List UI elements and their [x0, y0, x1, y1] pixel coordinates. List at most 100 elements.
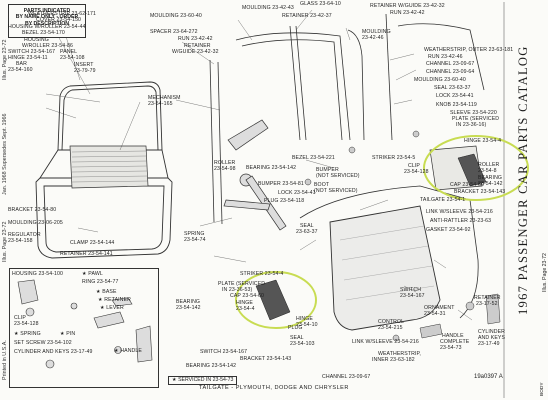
part-label: RUN 23-42-42: [178, 36, 213, 42]
part-label: BUMPER 23-54-81: [258, 181, 304, 187]
inset-label: ★ HANDLE: [114, 348, 142, 354]
legend-line: PARTS INDICATED: [23, 8, 71, 14]
part-label: BEARING: [478, 175, 503, 181]
part-label: HOUSING W/ROLLER 23-54-44: [8, 24, 86, 30]
part-label: RETAINER 23-42-37: [282, 13, 332, 19]
part-label: 23-54-108: [60, 55, 85, 61]
part-label: MOULDING: [362, 29, 391, 35]
part-label: BRACKET 23-54-143: [240, 356, 292, 362]
part-label: GLASS 23-64-10: [300, 1, 341, 7]
part-label: LINK W/SLEEVE 23-54-216: [352, 339, 419, 345]
part-label: CYLINDER: [478, 329, 506, 335]
inset-label: ★ LEVER: [100, 305, 124, 311]
part-label: REGULATOR: [8, 232, 41, 238]
part-label: 23-17-52: [476, 301, 498, 307]
part-label: MOULDING 23-42-43: [242, 5, 294, 11]
part-label: MECHANISM: [148, 95, 181, 101]
window-glass-runs: [209, 13, 485, 225]
inset-label: SET SCREW 23-54-102: [14, 340, 72, 346]
part-label: BOOT: [314, 182, 330, 188]
part-label: SPACER 23-64-272: [150, 29, 198, 35]
part-label: 23-54-10: [296, 322, 318, 328]
part-label: ROLLER: [478, 162, 500, 168]
hinge-highlight-left: [235, 271, 317, 329]
part-label: 23-63-37: [296, 229, 318, 235]
parts-legend-box: PARTS INDICATED BY NAME ONLY - ORDER BY …: [8, 4, 86, 38]
part-label: MOULDING 23-60-40: [150, 13, 202, 19]
inset-label: ★ BASE: [96, 289, 117, 295]
legend-line: BY NAME ONLY - ORDER: [15, 14, 79, 21]
part-label: 23-54-73: [440, 345, 462, 351]
part-label: PANEL: [60, 49, 78, 55]
part-label: RUN 23-42-42: [390, 10, 425, 16]
part-label: HINGE: [296, 316, 313, 322]
part-label: 23-54-4: [236, 306, 255, 312]
printed-note: Printed in U.S.A.: [2, 340, 8, 380]
catalog-title: 1967 PASSENGER CAR PARTS CATALOG: [516, 45, 530, 315]
part-label: SEAL: [290, 335, 304, 341]
part-label: WEATHERSTRIP 23-62-171: [28, 11, 97, 17]
part-label: INSERT: [74, 62, 94, 68]
part-label: CHANNEL 23-09-67: [426, 61, 475, 67]
inset-label: CYLINDER AND KEYS 23-17-49: [14, 349, 93, 355]
part-label: CONTROL: [378, 319, 405, 325]
gasket-strip: [299, 185, 479, 319]
inset-label: CLIP: [14, 315, 26, 321]
part-label: SLEEVE 23-54-220: [450, 110, 497, 116]
part-label: PLATE (SERVICED: [452, 116, 500, 122]
part-label: BEZEL 23-54-221: [292, 155, 335, 161]
part-label: ROLLER: [214, 160, 236, 166]
part-label: BRACKET 23-54-80: [8, 207, 57, 213]
part-label: STRIKER 23-54-5: [372, 155, 416, 161]
part-label: BEZEL 23-54-170: [22, 30, 65, 36]
part-label: RETAINER W/GUIDE 23-42-32: [370, 3, 445, 9]
illus-page-ref-right: Illus. Page 23-72: [542, 253, 548, 292]
part-label: GASKET 23-54-92: [426, 227, 471, 233]
part-label: RETAINER: [474, 295, 501, 301]
part-label: LINK W/SLEEVE 23-54-216: [426, 209, 493, 215]
part-label: SWITCH 23-54-167: [200, 349, 248, 355]
part-label: 23-54-165: [148, 101, 173, 107]
part-label: 23-54-98: [214, 166, 236, 172]
part-label: 23-54-128: [404, 169, 429, 175]
part-label: SPRING: [184, 231, 205, 237]
part-label: IN 23-36-16): [456, 122, 487, 128]
part-label: BEARING 23-54-142: [186, 363, 237, 369]
part-label: WEATHERSTRIP, OUTER 23-63-181: [424, 47, 514, 53]
part-label: RETAINER: [184, 43, 211, 49]
part-label: 23-54-167: [400, 293, 425, 299]
part-label: BEARING 23-54-142: [246, 165, 297, 171]
inset-label: HOUSING 23-54-100: [12, 271, 64, 277]
part-label: SWITCH 23-54-167: [8, 49, 56, 55]
part-label: BRACKET 23-54-143: [454, 189, 506, 195]
part-label: SWITCH: [400, 287, 422, 293]
part-label: BEARING: [176, 299, 201, 305]
part-label: 23-54-8: [478, 168, 497, 174]
part-label: 23-54-103: [290, 341, 315, 347]
part-label: 23-54-74: [184, 237, 206, 243]
part-label: 23-54-31: [424, 311, 446, 317]
part-label: CHANNEL 23-09-67: [322, 374, 371, 380]
figure-caption: TAILGATE - PLYMOUTH, DODGE AND CHRYSLER: [199, 385, 349, 391]
inset-label: 23-54-128: [14, 321, 39, 327]
part-label: 23-54-158: [8, 238, 33, 244]
part-label: COMPLETE: [440, 339, 470, 345]
part-label: PLATE (SERVICED: [218, 281, 266, 287]
part-label: AND KEYS: [478, 335, 506, 341]
part-label: COVER 23-54-150: [36, 17, 82, 23]
part-label: RUN 23-42-46: [428, 54, 463, 60]
part-label: 23-54-142: [478, 181, 503, 187]
part-label: LOCK 23-54-41: [436, 93, 474, 99]
inset-label: ★ PIN: [60, 331, 76, 337]
part-label: HINGE 23-54-4: [464, 138, 502, 144]
part-label: W/GUIDE 23-42-32: [172, 49, 219, 55]
inset-handle-detail: [17, 279, 153, 369]
part-label: (NOT SERVICED): [316, 173, 360, 179]
part-label: CAP 23-54-60: [450, 182, 484, 188]
part-label: ORNAMENT: [424, 305, 455, 311]
legend-line: BY DESCRIPTION: [24, 20, 69, 27]
part-label: 23-54-160: [8, 67, 33, 73]
part-label: SEAL 23-63-37: [434, 85, 471, 91]
